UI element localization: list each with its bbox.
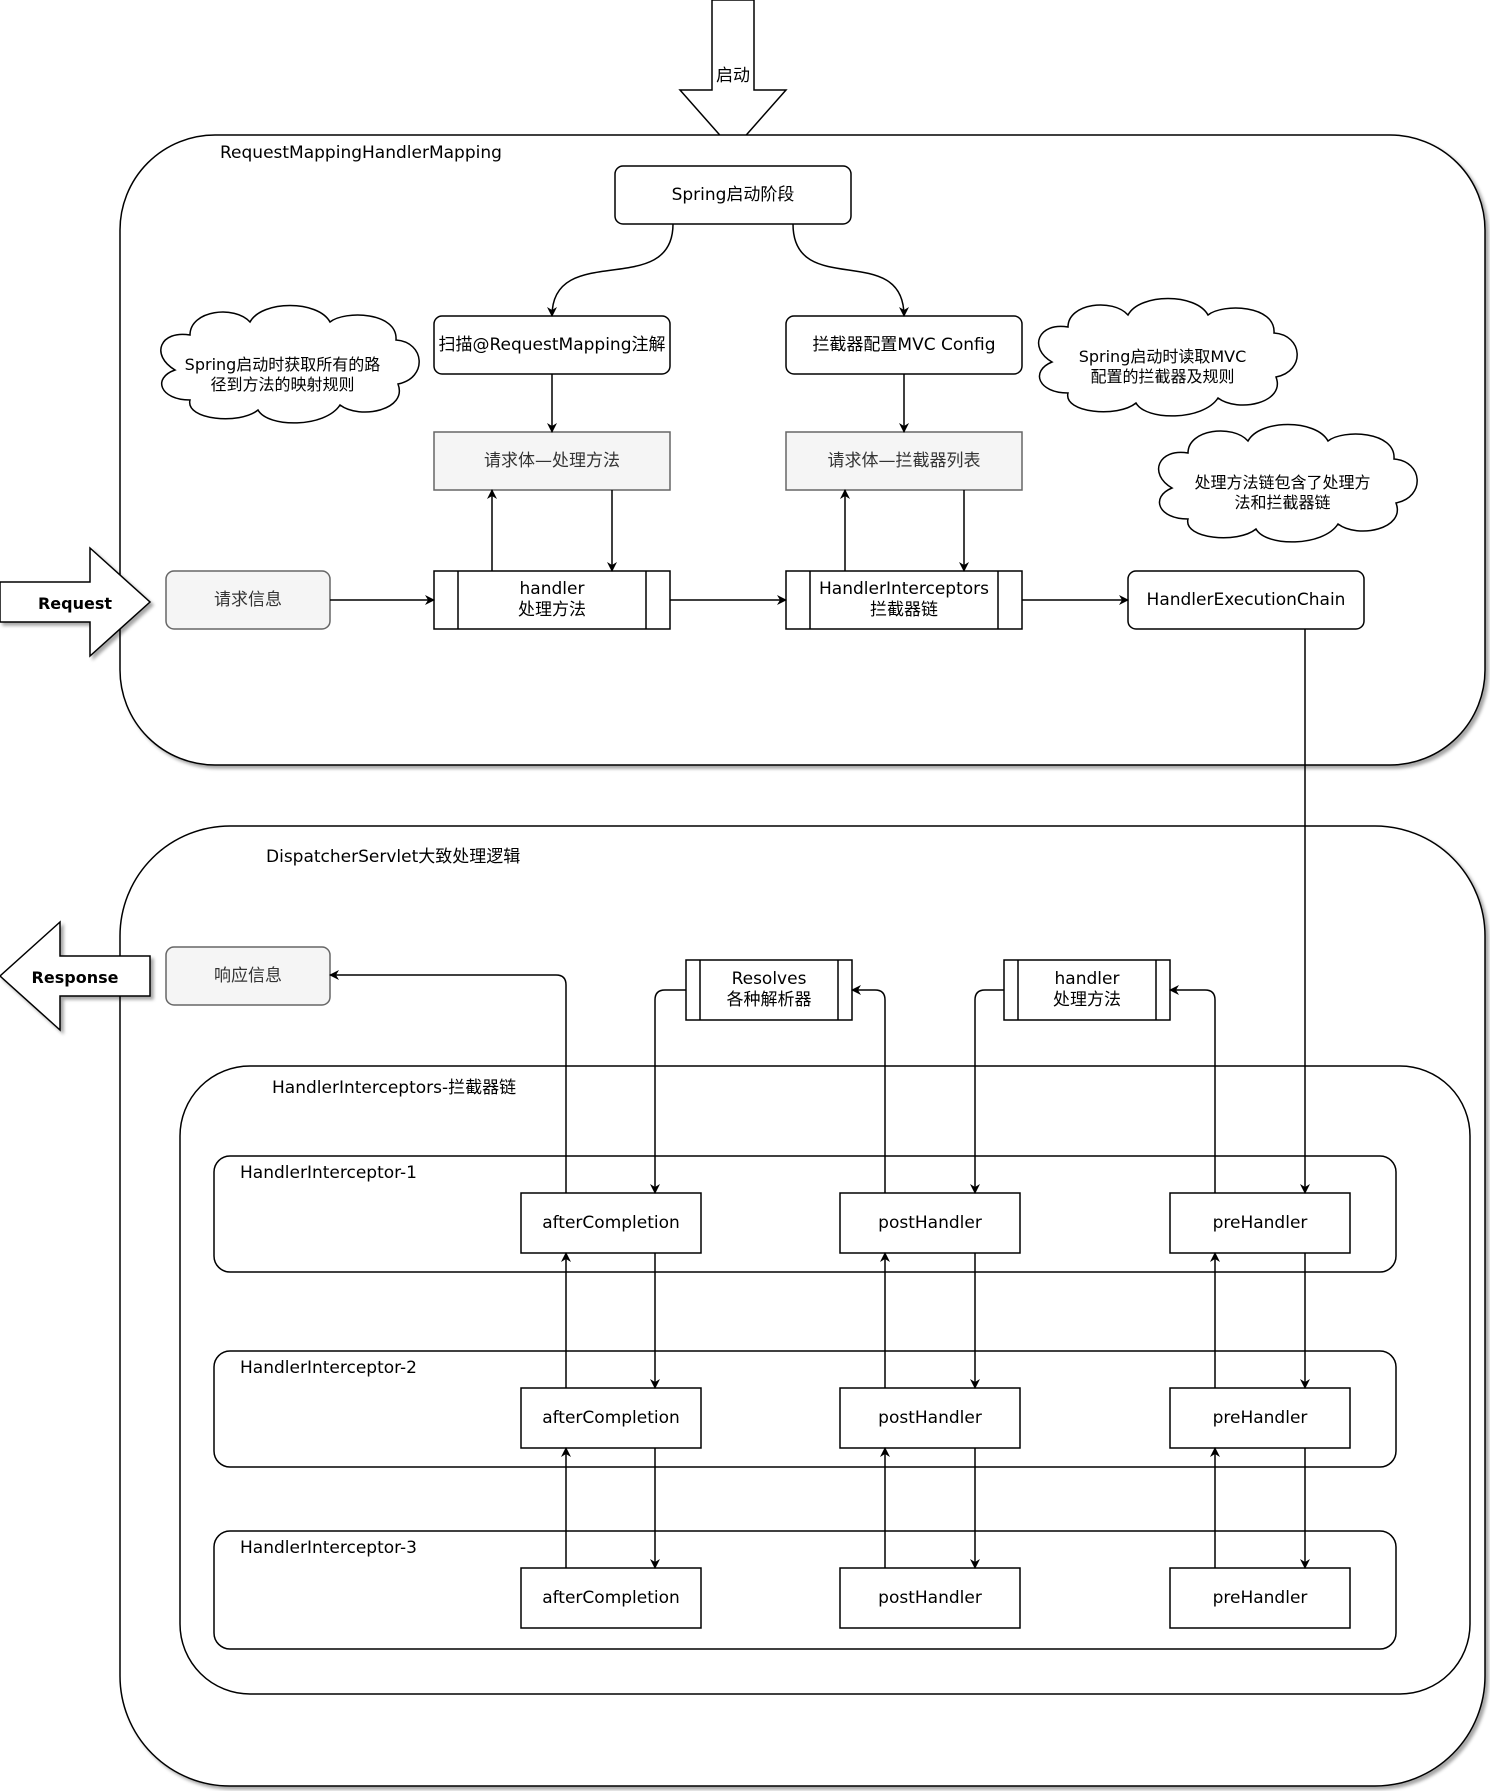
interceptor-chain-title: HandlerInterceptors-拦截器链 [272,1077,517,1098]
after-completion-3 [520,1567,702,1629]
response-arrow-label: Response [31,967,119,987]
cloud-chain [1157,423,1418,543]
request-arrow [0,546,152,658]
post-handler-3-label: postHandler [878,1587,982,1608]
spring-start-label: Spring启动阶段 [671,184,795,205]
after-completion-2 [520,1387,702,1449]
edge-handler-post1 [970,989,1004,1194]
interceptor-2-title: HandlerInterceptor-2 [240,1357,417,1378]
cloud-left [160,304,420,424]
handler-interceptors-chain-box [785,570,1023,630]
post-handler-2-label: postHandler [878,1407,982,1428]
edge-pre1-handler [1169,985,1216,1193]
handler-method-top-label: handler 处理方法 [518,579,586,620]
req-method-map-label: 请求体—处理方法 [484,450,620,471]
after-completion-2-label: afterCompletion [542,1407,680,1428]
response-arrow [0,920,151,1032]
start-arrow [678,0,788,152]
interceptor-row-1 [213,1155,1397,1273]
edge-after1-response [329,970,567,1193]
handler-execution-chain-label: HandlerExecutionChain [1146,589,1346,610]
bottom-container-title: DispatcherServlet大致处理逻辑 [266,846,521,867]
req-interceptors-map-label: 请求体—拦截器列表 [827,450,981,471]
pre-handler-1 [1169,1192,1351,1254]
post-handler-1 [839,1192,1021,1254]
cloud-chain-label: 处理方法链包含了处理方 法和拦截器链 [1194,473,1371,512]
request-info-label: 请求信息 [214,589,282,610]
resolves-label: Resolves 各种解析器 [726,969,812,1010]
cloud-right-label: Spring启动时读取MVC 配置的拦截器及规则 [1078,347,1247,386]
interceptor-config-label: 拦截器配置MVC Config [812,334,996,355]
top-container-title: RequestMappingHandlerMapping [220,142,502,163]
edge-start-config [792,223,909,317]
scan-annotations-label: 扫描@RequestMapping注解 [438,334,666,355]
interceptor-row-3 [213,1530,1397,1650]
edge-post1-resolves [851,985,886,1193]
cloud-left-label: Spring启动时获取所有的路 径到方法的映射规则 [184,355,381,394]
interceptor-1-title: HandlerInterceptor-1 [240,1162,417,1183]
pre-handler-3 [1169,1567,1351,1629]
spring-start-box [614,165,852,225]
response-info-label: 响应信息 [214,965,282,986]
handler-method-bottom-label: handler 处理方法 [1053,969,1121,1010]
pre-handler-1-label: preHandler [1212,1212,1308,1233]
start-label: 启动 [716,65,750,86]
pre-handler-2-label: preHandler [1212,1407,1308,1428]
post-handler-3 [839,1567,1021,1629]
post-handler-2 [839,1387,1021,1449]
interceptor-3-title: HandlerInterceptor-3 [240,1537,417,1558]
edge-start-scan [547,223,674,317]
edge-resolves-after1 [650,989,686,1194]
post-handler-1-label: postHandler [878,1212,982,1233]
request-arrow-label: Request [37,593,113,613]
after-completion-1 [520,1192,702,1254]
after-completion-1-label: afterCompletion [542,1212,680,1233]
req-method-map-box [433,431,671,491]
handler-interceptors-chain-label: HandlerInterceptors 拦截器链 [819,579,989,620]
resolves-box [685,959,853,1021]
pre-handler-2 [1169,1387,1351,1449]
cloud-right [1037,297,1298,417]
req-interceptors-map-box [785,431,1023,491]
interceptor-row-2 [213,1350,1397,1468]
after-completion-3-label: afterCompletion [542,1587,680,1608]
handler-method-bottom-box [1003,959,1171,1021]
pre-handler-3-label: preHandler [1212,1587,1308,1608]
